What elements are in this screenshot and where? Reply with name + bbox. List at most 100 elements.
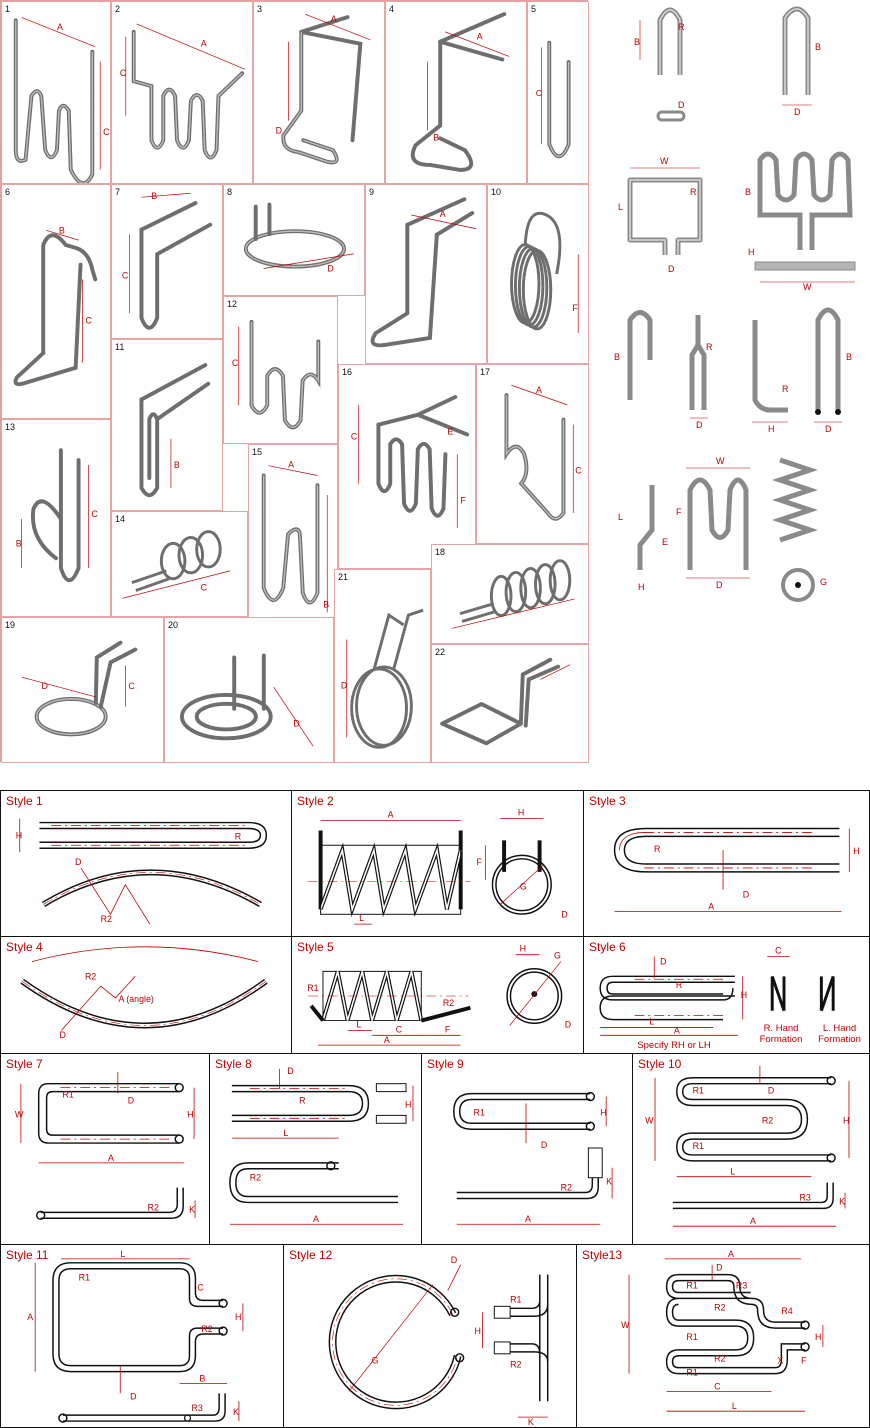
- dim-label: A: [728, 1249, 734, 1259]
- dim-label: K: [606, 1177, 612, 1187]
- element-drawing: [440, 657, 571, 746]
- dim-label: H: [741, 990, 747, 1000]
- catalog-cell-16: 16 C F E: [338, 364, 476, 569]
- element-drawing: C: [122, 530, 231, 599]
- dim-label: L: [356, 1019, 361, 1029]
- catalog-cell-20: 20 D: [164, 617, 334, 763]
- photo-label: D: [794, 107, 801, 117]
- photo-label: L: [618, 202, 623, 212]
- cell-number: 15: [252, 447, 263, 457]
- dim-label: D: [561, 909, 567, 919]
- dim-label: A: [708, 901, 714, 911]
- style-drawing: R1 R2 L C F A H G D: [307, 944, 571, 1046]
- style-title: Style 6: [589, 940, 626, 954]
- catalog-cell-18: 18: [431, 544, 589, 644]
- style-11-panel: Style 11 L R1 A C H R2 B D R3 K: [0, 1244, 284, 1428]
- cell-number: 8: [227, 187, 233, 197]
- catalog-cell-14: 14 C: [111, 511, 248, 617]
- dim-label: B: [16, 538, 22, 548]
- element-drawing: D: [243, 202, 354, 273]
- cell-number: 9: [369, 187, 375, 197]
- dim-label: F: [445, 1024, 451, 1034]
- style-drawing: H R D R2: [16, 818, 268, 925]
- dim-label: H: [853, 846, 859, 856]
- style-drawing: R1 D W H A R2 K: [15, 1071, 196, 1221]
- lhand-note: L. Hand Formation: [818, 1023, 861, 1045]
- element-drawing: C F E: [351, 395, 470, 529]
- dim-label: A: [384, 1035, 390, 1045]
- dim-label: F: [572, 303, 578, 313]
- dim-label: R2: [250, 1173, 261, 1183]
- dim-label: D: [451, 1255, 457, 1265]
- dim-label: G: [372, 1356, 379, 1366]
- element-drawing: A B: [410, 12, 510, 172]
- dim-label: W: [621, 1320, 630, 1330]
- style-9-panel: Style 9 R1 H D R2 K A: [421, 1053, 633, 1245]
- dim-label: D: [276, 125, 282, 135]
- specify-note: Specify RH or LH: [637, 1040, 711, 1051]
- dim-label: A: [331, 14, 337, 24]
- dim-label: R2: [148, 1202, 159, 1212]
- dim-label: D: [130, 1391, 136, 1401]
- dim-label: B: [323, 599, 329, 609]
- dim-label: A: [536, 385, 542, 395]
- catalog-cell-22: 22: [431, 644, 589, 763]
- catalog-cell-7: 7 B C: [111, 184, 223, 339]
- dim-label: R: [676, 980, 682, 990]
- dim-label: A: [388, 810, 394, 820]
- dim-label: A: [313, 1214, 319, 1224]
- dim-label: R: [235, 831, 241, 841]
- catalog-cell-13: 13 C B: [1, 419, 111, 617]
- dim-label: C: [91, 509, 98, 519]
- dim-label: L: [120, 1249, 125, 1259]
- element-drawing: B C: [122, 191, 213, 330]
- dim-label: R1: [686, 1332, 697, 1342]
- dim-label: R2: [762, 1115, 773, 1125]
- cell-number: 13: [5, 422, 16, 432]
- dim-label: A: [57, 22, 63, 32]
- cell-number: 4: [389, 4, 395, 14]
- dim-label: D: [327, 263, 333, 273]
- dim-label: B: [151, 191, 157, 201]
- cell-number: 1: [5, 4, 11, 14]
- style-title: Style 11: [6, 1248, 49, 1262]
- dim-label: R1: [693, 1141, 704, 1151]
- element-drawing: A D: [276, 13, 371, 165]
- dim-label: H: [405, 1099, 411, 1109]
- dim-label: L: [283, 1128, 288, 1138]
- style-title: Style 5: [297, 940, 334, 954]
- style-8-panel: Style 8 D R H L R2 A: [209, 1053, 422, 1245]
- style-7-panel: Style 7 R1 D W H A R2 K: [0, 1053, 210, 1245]
- dim-label: C: [714, 1381, 721, 1391]
- dim-label: R3: [736, 1281, 747, 1291]
- catalog-cell-9: 9 A: [365, 184, 487, 364]
- dim-label: A: [750, 1216, 756, 1226]
- catalog-cell-19: 19 C D: [1, 617, 164, 763]
- photo-label: B: [614, 352, 620, 362]
- dim-label: B: [59, 225, 65, 235]
- dim-label: C: [232, 358, 239, 368]
- cell-number: 12: [227, 299, 238, 309]
- photo-label: D: [716, 580, 723, 590]
- photo-label: D: [825, 424, 832, 434]
- dim-label: R1: [693, 1086, 704, 1096]
- catalog-cell-21: 21 D: [334, 569, 431, 763]
- style-drawing: R1 R1 D R2 W H L R3 K A: [645, 1065, 849, 1227]
- style-title: Style13: [582, 1248, 623, 1262]
- dim-label: D: [660, 957, 666, 967]
- style-drawing: L R1 A C H R2 B D R3 K: [27, 1249, 244, 1423]
- cell-number: 18: [435, 547, 446, 557]
- style-1-panel: Style 1 H R D R2: [0, 790, 292, 937]
- dim-label: B: [199, 1374, 205, 1384]
- style-5-panel: Style 5 R1 R2 L C F A H G D: [291, 936, 584, 1054]
- catalog-cell-17: 17 C A: [476, 364, 589, 544]
- element-drawing: A: [370, 197, 477, 348]
- dim-label: H: [16, 830, 22, 840]
- style-title: Style 4: [6, 940, 43, 954]
- dim-label: D: [42, 681, 48, 691]
- element-drawing: A C: [120, 23, 246, 160]
- style-drawing: R H D A: [613, 827, 860, 912]
- dim-label: A: [440, 209, 446, 219]
- photo-label: W: [660, 156, 669, 166]
- photo-label: L: [618, 512, 623, 522]
